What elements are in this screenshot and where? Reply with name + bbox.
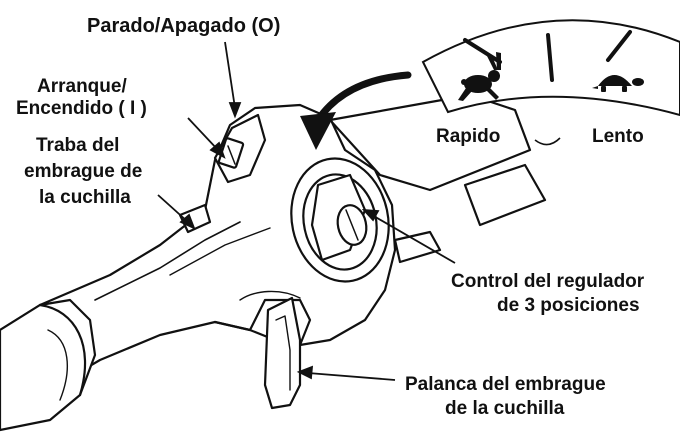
trimmer-handle <box>0 93 547 432</box>
blade-lock-label-line2: embrague de <box>24 161 142 182</box>
lever-label-line1: Palanca del embrague <box>405 374 606 395</box>
middle-position-mark <box>546 33 554 82</box>
turtle-icon <box>592 75 644 92</box>
slow-label: Lento <box>592 126 644 147</box>
fast-label: Rapido <box>436 126 500 147</box>
blade-lock-label-line3: la cuchilla <box>39 187 131 208</box>
start-on-label-line2: Encendido ( I ) <box>16 98 147 119</box>
lever-label-line2: de la cuchilla <box>445 398 565 419</box>
throttle-label-line1: Control del regulador <box>451 271 645 292</box>
start-on-label-line1: Arranque/ <box>37 76 127 97</box>
blade-clutch-lever[interactable] <box>263 296 302 410</box>
blade-lock-label-line1: Traba del <box>36 135 119 156</box>
throttle-label-line2: de 3 posiciones <box>497 295 640 316</box>
stop-off-label: Parado/Apagado (O) <box>87 15 280 37</box>
slow-position-mark <box>606 30 632 62</box>
speed-inset <box>421 19 680 146</box>
direction-arrow <box>300 71 412 150</box>
leader-lines <box>157 41 456 381</box>
rabbit-icon <box>458 52 501 101</box>
